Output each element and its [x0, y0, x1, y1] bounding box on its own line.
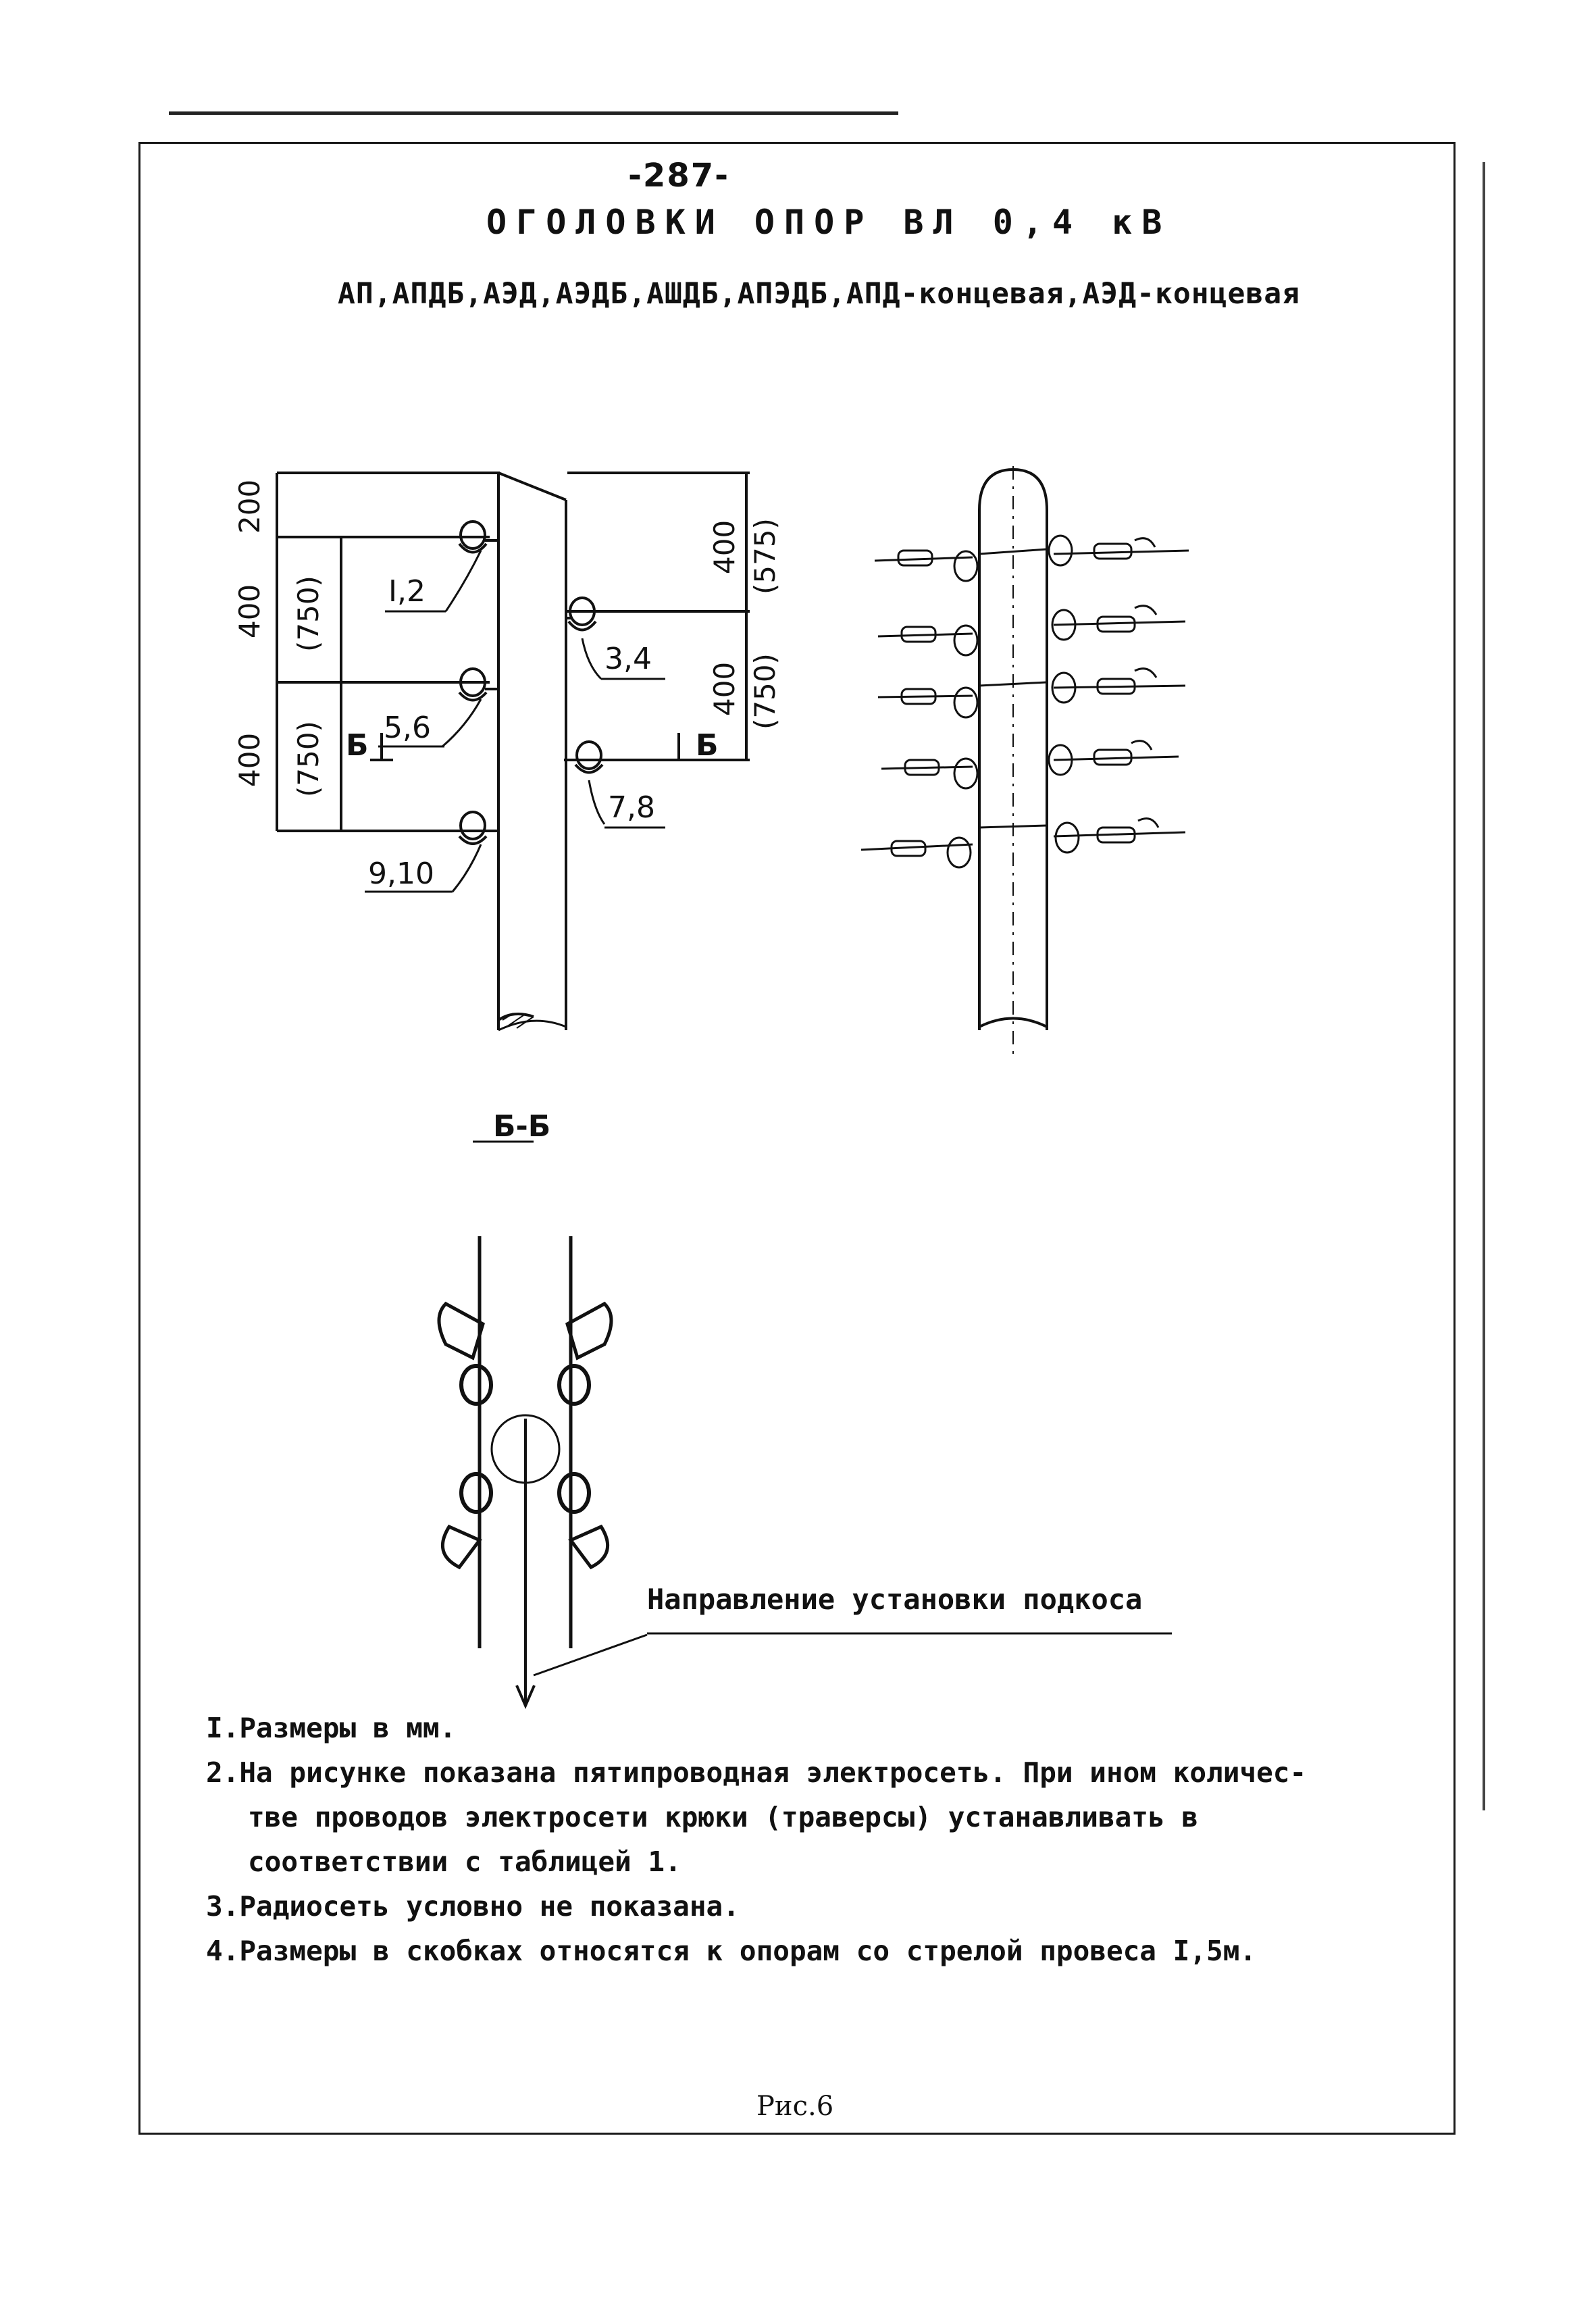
notes-block: I.Размеры в мм. 2.На рисунке показана пя… — [206, 1706, 1422, 1973]
note-1: I.Размеры в мм. — [206, 1712, 457, 1744]
insulator-4 — [566, 740, 606, 825]
right-margin-line — [1483, 162, 1485, 1810]
dim-left-200: 200 — [233, 479, 266, 534]
callout-3-4: 3,4 — [604, 642, 652, 676]
callout-5-6: 5,6 — [384, 711, 431, 745]
page-subtitle: АП,АПДБ,АЭД,АЭДБ,АШДБ,АПЭДБ,АПД-концевая… — [338, 277, 1301, 311]
brace-direction-label: Направление установки подкоса — [647, 1583, 1143, 1616]
top-rule — [169, 111, 898, 115]
section-label: Б-Б — [493, 1109, 551, 1144]
left-pole-drawing — [276, 472, 750, 1032]
note-4: 4.Размеры в скобках относятся к опорам с… — [206, 1935, 1257, 1967]
section-mark-left: Б — [346, 728, 369, 763]
insulator-2 — [566, 596, 602, 680]
right-pole-drawing — [860, 466, 1189, 1054]
section-view-drawing — [437, 1140, 1172, 1710]
dim-left-750-b: (750) — [292, 721, 325, 797]
dim-right-750: (750) — [748, 653, 781, 730]
note-2-line-3: соответствии с таблицей 1. — [248, 1846, 681, 1878]
page-number: -287- — [628, 157, 730, 195]
note-2-line-2: тве проводов электросети крюки (траверсы… — [248, 1801, 1198, 1833]
page-title: ОГОЛОВКИ ОПОР ВЛ 0,4 кВ — [486, 203, 1172, 242]
callout-9-10: 9,10 — [368, 857, 434, 891]
dim-left-750-a: (750) — [292, 576, 325, 652]
dim-right-575: (575) — [748, 518, 781, 594]
callout-1-2: I,2 — [388, 574, 426, 609]
figure-caption: Рис.6 — [756, 2091, 834, 2122]
dim-left-430: 400 — [233, 732, 266, 787]
insulator-5 — [451, 811, 498, 892]
note-2-line-1: 2.На рисунке показана пятипроводная элек… — [206, 1756, 1307, 1789]
insulator-1 — [444, 520, 498, 612]
note-3: 3.Радиосеть условно не показана. — [206, 1890, 740, 1923]
insulator-3 — [442, 667, 498, 748]
dim-left-400: 400 — [233, 584, 266, 638]
callout-7-8: 7,8 — [608, 790, 655, 825]
dim-right-400-b: 400 — [708, 661, 741, 716]
section-mark-right: Б — [696, 728, 719, 763]
page-frame — [138, 142, 1456, 2135]
dim-right-400-a: 400 — [708, 519, 741, 574]
